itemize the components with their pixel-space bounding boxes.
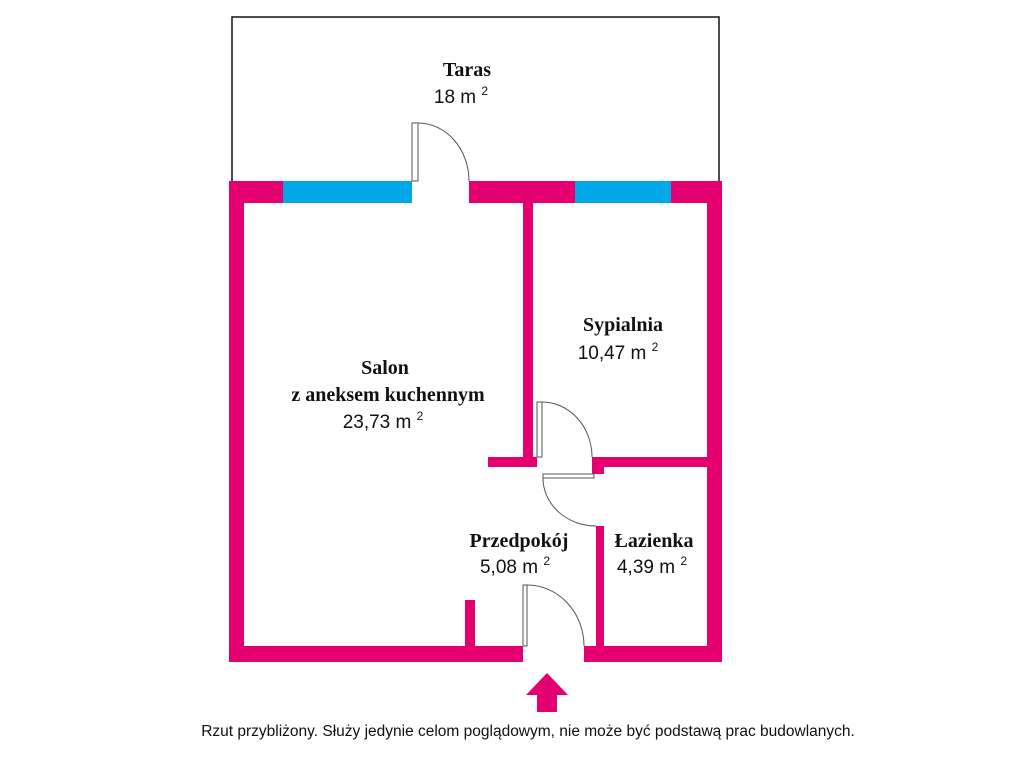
disclaimer-text: Rzut przybliżony. Służy jedynie celom po… <box>201 723 855 740</box>
entrance-arrow-icon <box>526 673 568 712</box>
room-name-salon: Salon <box>361 357 409 379</box>
window-sypialnia <box>575 181 671 203</box>
window-salon <box>283 181 412 203</box>
room-name-przedpokoj: Przedpokój <box>470 530 569 552</box>
room-area-salon: 23,73 m 2 <box>343 409 424 433</box>
walls <box>229 181 722 662</box>
room-area-lazienka: 4,39 m 2 <box>617 554 687 578</box>
room-name-salon-line2: z aneksem kuchennym <box>291 384 485 406</box>
door-bedroom <box>536 401 593 458</box>
door-terrace <box>411 122 470 182</box>
terrace-outline <box>231 16 720 181</box>
door-entrance <box>522 584 585 647</box>
room-area-sypialnia: 10,47 m 2 <box>578 340 659 364</box>
room-name-sypialnia: Sypialnia <box>583 314 663 336</box>
room-name-lazienka: Łazienka <box>615 530 694 552</box>
door-bathroom <box>542 473 597 527</box>
room-name-taras: Taras <box>443 59 491 81</box>
room-area-przedpokoj: 5,08 m 2 <box>480 554 550 578</box>
room-area-taras: 18 m 2 <box>434 84 489 108</box>
